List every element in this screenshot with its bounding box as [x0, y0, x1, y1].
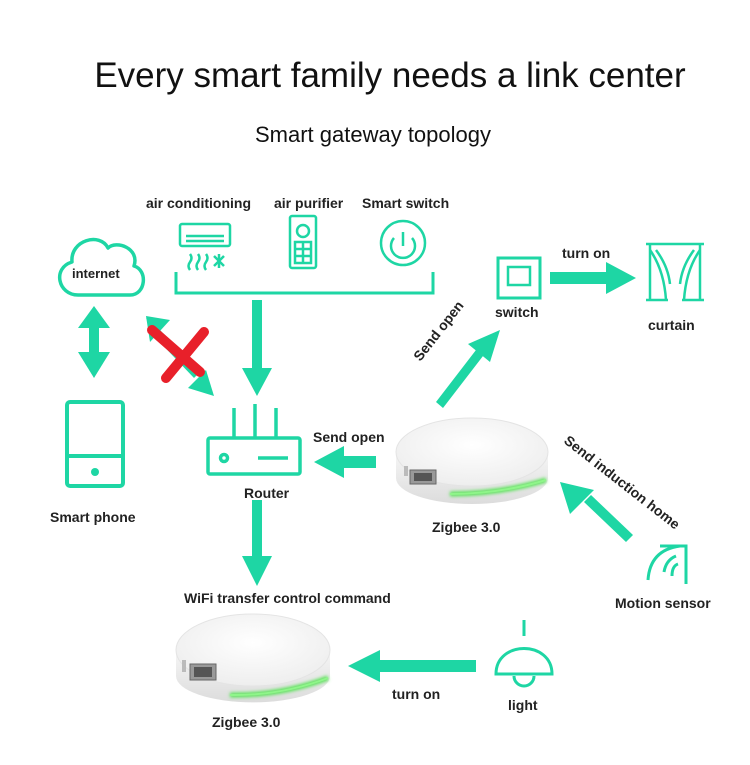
- label-send-open-router: Send open: [313, 429, 385, 445]
- gateway-top-device: [395, 417, 549, 504]
- label-internet: internet: [72, 266, 120, 281]
- appliances-to-router-arrow: [242, 300, 272, 396]
- label-router: Router: [244, 485, 290, 501]
- router-icon: [206, 404, 302, 476]
- label-light: light: [508, 697, 538, 713]
- blocked-cross-icon: [147, 325, 209, 383]
- label-curtain: curtain: [648, 317, 695, 333]
- label-turn-on-curtain: turn on: [562, 245, 611, 261]
- gateway-bottom-device: [175, 613, 331, 703]
- internet-phone-arrow: [78, 306, 110, 378]
- motion-sensor-icon: [646, 544, 688, 584]
- air-purifier-icon: [288, 214, 318, 270]
- switch-to-curtain-arrow: [550, 262, 636, 294]
- label-air-purifier: air purifier: [274, 195, 344, 211]
- sensor-to-gateway-arrow: [560, 482, 633, 542]
- label-gateway-top: Zigbee 3.0: [432, 519, 501, 535]
- page-title: Every smart family needs a link center: [94, 56, 686, 95]
- cloud-icon: [57, 237, 145, 297]
- label-air-conditioning: air conditioning: [146, 195, 251, 211]
- light-to-gateway-arrow: [348, 650, 476, 682]
- gateway-to-router-arrow: [314, 446, 376, 478]
- router-to-gateway-arrow: [242, 500, 272, 586]
- appliances-bracket: [174, 272, 435, 295]
- label-motion-sensor: Motion sensor: [615, 595, 711, 611]
- light-icon: [494, 620, 554, 688]
- label-smart-phone: Smart phone: [50, 509, 136, 525]
- switch-icon: [496, 256, 542, 300]
- curtain-icon: [646, 242, 704, 302]
- label-gateway-bottom: Zigbee 3.0: [212, 714, 281, 730]
- label-switch: switch: [495, 304, 539, 320]
- label-wifi-command: WiFi transfer control command: [184, 590, 391, 606]
- gateway-to-switch-arrow: [436, 330, 500, 408]
- page-subtitle: Smart gateway topology: [254, 122, 492, 147]
- label-turn-on-light: turn on: [392, 686, 441, 702]
- air-conditioner-icon: [178, 222, 232, 271]
- label-smart-switch: Smart switch: [362, 195, 450, 211]
- smart-phone-icon: [65, 400, 125, 488]
- smart-switch-icon: [379, 219, 427, 267]
